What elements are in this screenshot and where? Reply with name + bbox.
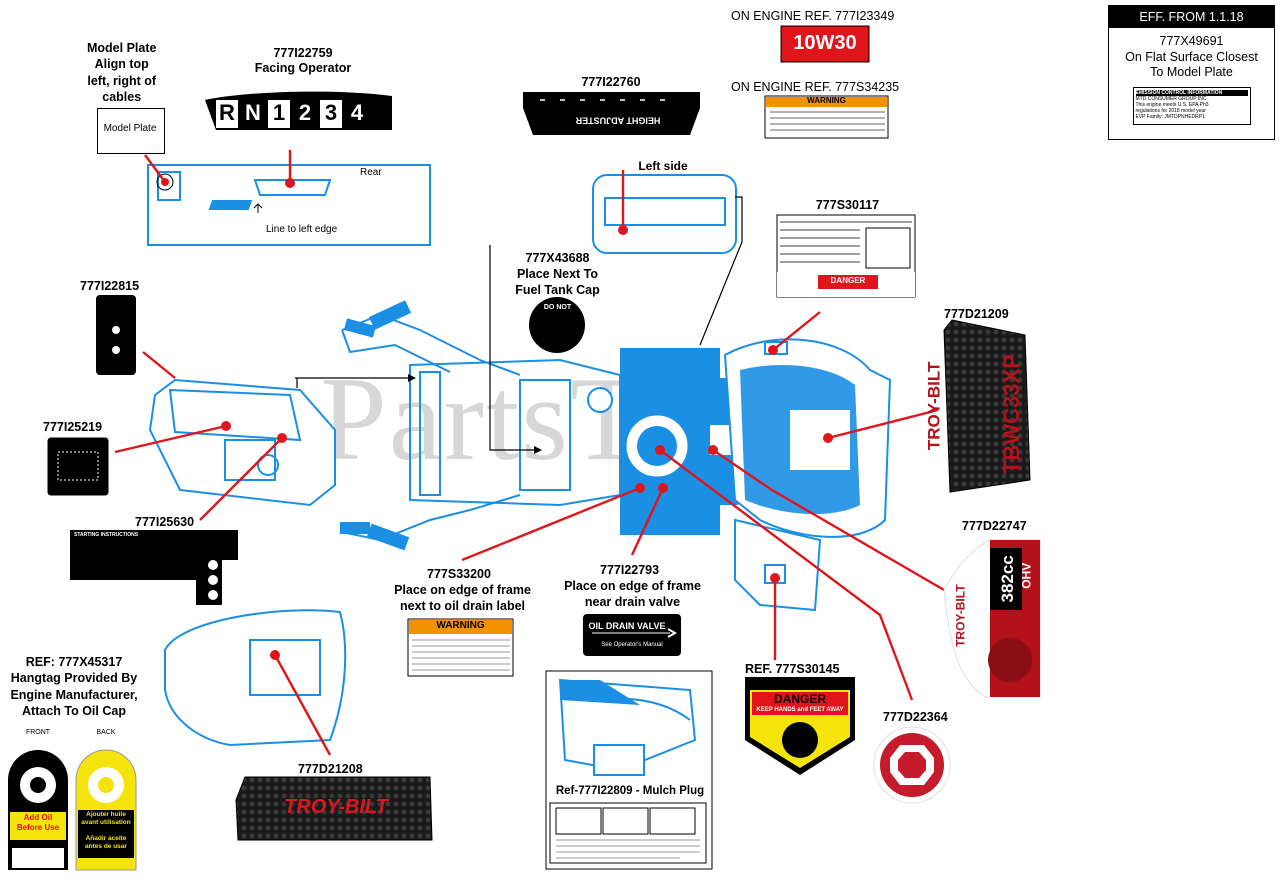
handle-grip-bottom	[340, 522, 370, 534]
mulch-plug-label: Ref-777I22809 - Mulch Plug	[555, 785, 705, 797]
engine-bottom-block	[620, 505, 720, 535]
i25219-part: 777I25219	[43, 420, 103, 434]
gear-4: 4	[350, 100, 364, 125]
gear-n: N	[245, 100, 261, 125]
oil-ref-label: ON ENGINE REF. 777I23349	[731, 9, 895, 23]
oil-grade-decal	[780, 25, 870, 63]
rear-label: Rear	[360, 167, 382, 178]
facing-note: Facing Operator	[254, 61, 352, 75]
snowblower-outline	[147, 164, 892, 747]
left-side-label: Left side	[638, 159, 688, 173]
i25630-decal	[70, 530, 238, 605]
d22747-ohv: OHV	[1019, 562, 1034, 589]
anadir-text: Añadir aceite antes de usar	[85, 835, 127, 850]
hangtag-note: REF: 777X45317 Hangtag Provided By Engin…	[10, 655, 138, 718]
s30145-keep-away: KEEP HANDS and FEET AWAY	[752, 707, 848, 715]
model-plate-box-label: Model Plate	[103, 123, 157, 134]
s30145-part: REF. 777S30145	[745, 662, 840, 676]
i22815-part: 777I22815	[80, 279, 140, 293]
d21208-brand: TROY-BILT	[284, 796, 388, 818]
d22747-part: 777D22747	[962, 519, 1027, 533]
hangtag-back	[75, 749, 137, 871]
starting-instructions: STARTING INSTRUCTIONS	[74, 532, 139, 538]
hangtag-back-label: BACK	[96, 729, 116, 736]
fuel-note: Place Next To Fuel Tank Cap	[515, 267, 600, 297]
fuel-part: 777X43688	[525, 251, 590, 265]
model-plate-note: Model Plate Align top left, right of cab…	[87, 41, 157, 104]
hangtag-front-label: FRONT	[25, 729, 51, 736]
height-decal	[523, 92, 700, 135]
eff-box: EFF. FROM 1.1.18 777X49691 On Flat Surfa…	[1108, 5, 1275, 140]
i22793-part: 777I22793	[600, 563, 660, 577]
leader-dots	[161, 178, 833, 660]
engine-warning-title: WARNING	[807, 96, 846, 105]
oil-drain-decal	[583, 614, 681, 656]
warn-ref-label: ON ENGINE REF. 777S34235	[731, 80, 900, 94]
s30117-danger: DANGER	[830, 276, 866, 285]
oil-grade-text: 10W30	[793, 32, 857, 54]
d21209-part: 777D21209	[944, 307, 1009, 321]
handle-grip-top	[368, 300, 412, 330]
height-panel	[592, 174, 737, 254]
ajouter-text: Ajouter huile avant utilisation	[81, 811, 131, 826]
gear-1: 1	[268, 100, 290, 128]
fuel-badge-text: DO NOT	[543, 304, 572, 311]
s33200-part: 777S33200	[427, 567, 491, 581]
see-manual-text: See Operator's Manual	[601, 642, 663, 648]
handle-upper	[341, 313, 521, 376]
eff-header: EFF. FROM 1.1.18	[1109, 6, 1274, 28]
eff-line1: On Flat Surface Closest	[1125, 49, 1258, 64]
engine-top-block	[620, 348, 720, 378]
height-part: 777I22760	[581, 75, 641, 89]
s33200-note: Place on edge of frame next to oil drain…	[394, 583, 531, 613]
s30145-danger: DANGER	[773, 692, 826, 706]
i22793-note: Place on edge of frame near drain valve	[564, 579, 701, 609]
height-decal-text: HEIGHT ADJUSTER	[575, 115, 661, 126]
i22815-decal	[96, 295, 136, 375]
handle-lower	[341, 494, 521, 542]
d22364-part: 777D22364	[883, 710, 948, 724]
gear-r: R	[216, 100, 238, 128]
d21208-part: 777D21208	[298, 762, 363, 776]
gear-2: 2	[298, 100, 312, 125]
frame	[409, 358, 621, 507]
model-plate-panel	[147, 164, 431, 246]
oil-drain-text: OIL DRAIN VALVE	[588, 621, 666, 631]
hangtag-front	[8, 750, 68, 870]
d22747-brand: TROY-BILT	[953, 584, 968, 647]
s30117-part: 777S30117	[815, 198, 880, 212]
i25219-decal	[47, 437, 109, 496]
facing-part: 777I22759	[273, 46, 333, 60]
emission-plate: EMISSION CONTROL INFORMATION MTD CONSUME…	[1132, 86, 1251, 125]
line-to-left-label: Line to left edge	[266, 224, 338, 235]
gear-3: 3	[320, 100, 342, 128]
gear-decal	[205, 91, 392, 130]
fuel-badge	[529, 297, 585, 353]
i25630-part: 777I25630	[135, 515, 195, 529]
eff-line2: To Model Plate	[1150, 65, 1233, 80]
leader-lines	[114, 150, 945, 781]
d21209-brand: TROY-BILT	[924, 361, 944, 451]
eff-part: 777X49691	[1159, 34, 1224, 48]
d21209-decal	[943, 319, 1031, 493]
add-oil-text: Add Oil Before Use	[16, 813, 60, 832]
d22747-cc: 382cc	[997, 555, 1017, 603]
d21208-decal	[235, 776, 433, 841]
gear-indicator: R N 1 2 3 4	[216, 100, 368, 128]
s33200-warning: WARNING	[436, 620, 485, 631]
d21209-model: TBWC33XP	[998, 354, 1024, 474]
